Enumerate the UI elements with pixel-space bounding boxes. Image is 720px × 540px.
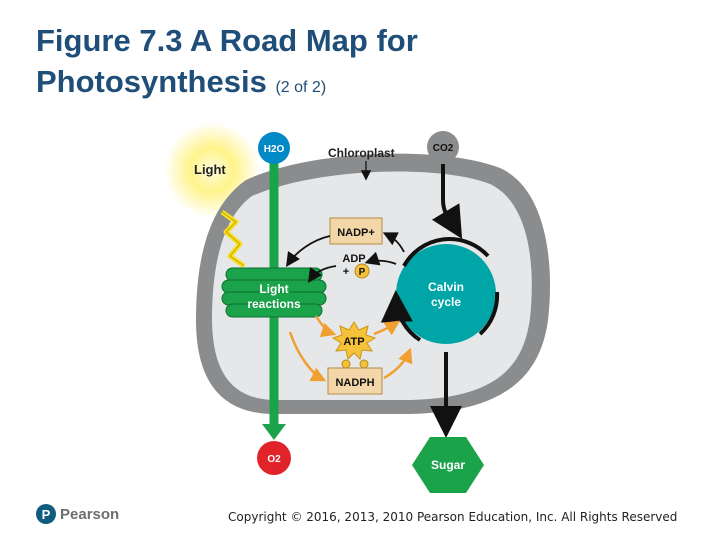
pearson-logo-text: Pearson [60, 505, 120, 523]
h2o-circle [258, 132, 290, 164]
co2-label: CO2 [433, 143, 454, 154]
nadph-orange-arrow [288, 331, 327, 382]
light-label: Light [194, 162, 226, 177]
title-suffix: (2 of 2) [275, 79, 327, 96]
atp-to-calvin-arrow [373, 320, 401, 336]
o2-circle [257, 441, 291, 475]
atp-orange-arrow [314, 315, 337, 338]
atp-burst [331, 321, 377, 360]
nadp-return-arrow [382, 232, 405, 253]
h2o-label: H2O [264, 144, 285, 155]
copyright-text: Copyright © 2016, 2013, 2010 Pearson Edu… [228, 510, 678, 524]
sugar-hexagon [412, 437, 484, 493]
co2-circle [427, 131, 459, 163]
nadp-label: NADP+ [337, 227, 375, 239]
light-bolt-outline-icon [221, 211, 245, 267]
pearson-logo: P Pearson [36, 502, 119, 526]
title-line-1: Figure 7.3 A Road Map for [36, 23, 418, 58]
phosphate-circle [354, 263, 370, 279]
nadph-box [327, 367, 383, 395]
nadp-to-light-arrow [286, 235, 331, 267]
calvin-label-1: Calvin [428, 280, 464, 294]
nadph-label: NADPH [335, 377, 374, 389]
o2-label: O2 [267, 454, 281, 465]
electron-1 [341, 359, 351, 369]
pearson-logo-mark: P [36, 504, 56, 524]
co2-arrow [431, 164, 463, 239]
oxygen-arrowhead [262, 424, 286, 440]
phosphate-label: P [359, 267, 366, 278]
light-reactions-label-2: reactions [247, 297, 301, 311]
light-reactions-label-1: Light [259, 282, 288, 296]
thylakoid-stack [221, 267, 327, 318]
plus-sign: + [343, 266, 349, 278]
adp-label: ADP [342, 253, 365, 265]
adp-to-light-arrow [308, 265, 337, 283]
title-line-2: Photosynthesis [36, 64, 267, 99]
adp-return-arrow [364, 251, 397, 266]
nadph-to-calvin-arrow [383, 347, 413, 380]
photosynthesis-diagram: Light Chloroplast H2O O2 Light reactions… [164, 122, 551, 493]
chloroplast-label: Chloroplast [328, 146, 395, 160]
sugar-label: Sugar [431, 458, 465, 472]
atp-label: ATP [343, 336, 364, 348]
nadp-box [329, 217, 383, 245]
electron-2 [359, 359, 369, 369]
calvin-cycle-loop [396, 237, 500, 342]
calvin-label-2: cycle [431, 295, 461, 309]
